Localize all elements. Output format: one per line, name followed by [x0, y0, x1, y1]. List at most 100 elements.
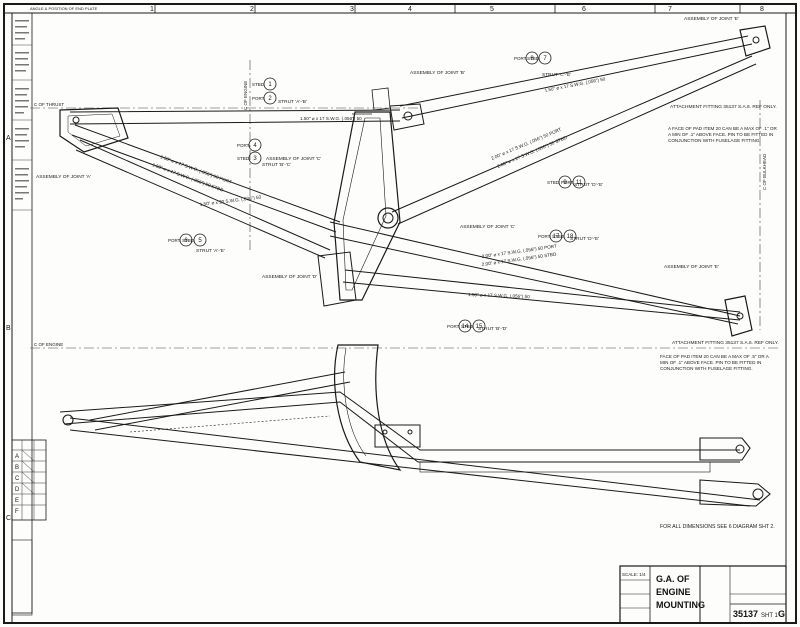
- strut-label: STRUT 'D'-'E': [574, 182, 603, 188]
- zone-number: 4: [408, 6, 412, 13]
- title-line: ENGINE: [656, 587, 691, 597]
- bubble-number: 4: [253, 143, 257, 149]
- bubble-side-tag: PORT: [168, 238, 181, 243]
- attachment-note-bottom: ATTACHMENT FITTING 35137 S.A.6. REF ONLY…: [672, 340, 779, 346]
- strut-label: STRUT 'B'-'D': [478, 326, 507, 332]
- edge-letter: C: [6, 515, 11, 522]
- bubble-circle: [263, 77, 277, 91]
- bubble-side-tag: PORT: [561, 180, 574, 185]
- engine-ring: [334, 344, 402, 471]
- bubble-number: 11: [576, 180, 583, 186]
- bubble-circle: [179, 233, 193, 247]
- bubble-circle: [549, 229, 563, 243]
- bubble-number: 5: [198, 238, 202, 244]
- tube-a-b-diag: [75, 139, 331, 259]
- joint-c-ring: [377, 207, 399, 229]
- tube-label: 1.50" ⌀ x 17 S.W.G. (.056") 50: [468, 292, 530, 299]
- scale-label: SCALE: 1/4: [622, 572, 646, 577]
- right-upper-fitting: [699, 437, 751, 461]
- bubble-circle: [193, 233, 207, 247]
- edge-letter: A: [6, 135, 11, 142]
- assembly-label: ASSEMBLY OF JOINT 'A': [36, 174, 91, 180]
- header-note: ANGLE & POSITION OF END PLATE: [30, 6, 98, 11]
- strut-label: STRUT 'D'-'E': [570, 236, 599, 242]
- strut-label: STRUT 'A'-'E': [196, 248, 225, 254]
- bubble-circle: [472, 319, 486, 333]
- bubble-number: 14: [462, 324, 469, 330]
- parts-schedule-column: A B C D E F: [11, 12, 47, 616]
- tube-a-c-diag: [71, 124, 341, 233]
- revision-letter: E: [15, 498, 19, 504]
- left-end-pin: [62, 414, 74, 426]
- joint-b-plate: [317, 251, 357, 307]
- bubble-number: 8: [530, 56, 534, 62]
- bubble-side-tag: STBD: [237, 156, 250, 161]
- bubble-side-tag: PORT: [514, 56, 527, 61]
- assembly-label: ASSEMBLY OF JOINT 'B': [410, 70, 465, 76]
- bubble-number: 3: [253, 156, 257, 162]
- tube-b-f: [342, 269, 741, 321]
- dimensions-note: FOR ALL DIMENSIONS SEE 6 DIAGRAM SHT 2.: [660, 524, 775, 530]
- edge-letter: B: [6, 325, 11, 332]
- bubble-circle: [558, 175, 572, 189]
- bubble-circle: [248, 138, 262, 152]
- tube-label: 1.50" ⌀ x 17 S.W.G. (.056") 50: [300, 116, 362, 121]
- assembly-label: ASSEMBLY OF JOINT 'E': [684, 16, 739, 22]
- attachment-note-top: ATTACHMENT FITTING 35137 S.A.6. REF ONLY…: [670, 104, 777, 110]
- note-b: FACE OF PAD ITEM 20 CAN BE A MAX OF .5" …: [660, 354, 769, 371]
- item-callouts: 1STBD2PORT3STBD4PORT5STBD6PORT7STBD8PORT…: [168, 51, 586, 333]
- bubble-number: 1: [268, 82, 272, 88]
- joint-a-bracket: [59, 107, 129, 153]
- bubble-side-tag: STBD: [461, 324, 474, 329]
- centre-line-label: C OF THRUST: [34, 102, 64, 107]
- bubble-side-tag: STBD: [527, 56, 540, 61]
- upper-frame: [59, 25, 771, 337]
- assembly-label: ASSEMBLY OF JOINT 'C': [460, 224, 515, 230]
- bubble-side-tag: STBD: [182, 238, 195, 243]
- zone-number: 3: [350, 6, 354, 13]
- note-a-block: A FACE OF PAD ITEM 20 CAN BE A MAX OF .1…: [668, 126, 777, 143]
- lower-long-tube: [69, 417, 761, 507]
- zone-number: 1: [150, 6, 154, 13]
- bubble-circle: [572, 175, 586, 189]
- joint-a-pin: [72, 116, 80, 124]
- joint-e-fitting: [739, 25, 771, 57]
- note-a: A FACE OF PAD ITEM 20 CAN BE A MAX OF .1…: [668, 126, 777, 143]
- bubble-number: 17: [553, 234, 560, 240]
- bubble-circle: [563, 229, 577, 243]
- revision-table: [11, 439, 47, 521]
- bubble-number: 6: [184, 238, 188, 244]
- schedule-scribbles: [15, 20, 29, 200]
- bubble-side-tag: PORT: [237, 143, 250, 148]
- centre-line-label: C OF ENGINE: [243, 81, 248, 110]
- mounting-plate: [374, 424, 421, 448]
- title-block: SCALE: 1/4 G.A. OF ENGINE MOUNTING 35137…: [619, 565, 787, 624]
- joint-f-fitting: [724, 295, 753, 337]
- lower-frame: [59, 344, 771, 507]
- assembly-label: ASSEMBLY OF JOINT 'D': [262, 274, 317, 280]
- sheet-number: SHT 1: [761, 613, 779, 619]
- right-lower-fitting: [699, 479, 771, 507]
- strut-label: STRUT 'B'-'C': [262, 162, 291, 168]
- centre-line-label: C OF ENGINE: [34, 342, 63, 347]
- bubble-number: 7: [543, 56, 547, 62]
- revision-letter: D: [15, 487, 20, 493]
- bubble-circle: [538, 51, 552, 65]
- zone-number: 6: [582, 6, 586, 13]
- drawing-number: 35137: [733, 609, 758, 619]
- strut-labels: STRUT 'A'-'B' STRUT 'B'-'C' STRUT 'C'-'E…: [196, 72, 603, 332]
- bubble-side-tag: STBD: [252, 82, 265, 87]
- bubble-circle: [263, 91, 277, 105]
